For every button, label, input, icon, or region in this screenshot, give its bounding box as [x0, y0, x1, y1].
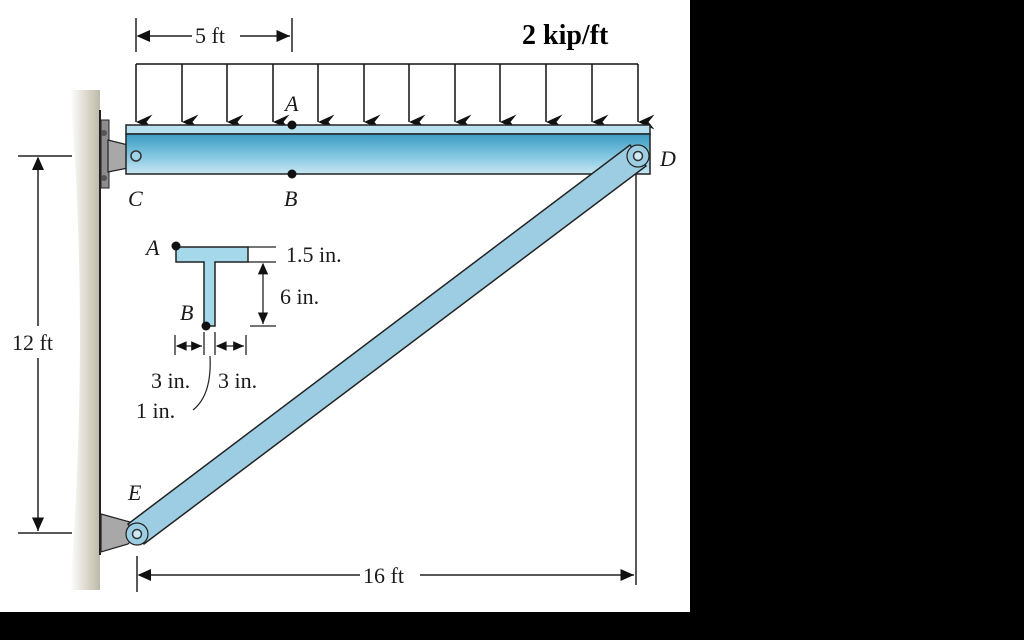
dim-top-label: 5 ft — [195, 23, 225, 48]
dimension-16ft: 16 ft — [136, 556, 634, 592]
label-d: D — [659, 146, 676, 171]
web-thickness-label: 1 in. — [136, 398, 175, 423]
diagram-canvas: 12 ft 5 ft 2 kip/ft — [0, 0, 690, 612]
label-e: E — [127, 480, 142, 505]
label-c: C — [128, 186, 143, 211]
load-label: 2 kip/ft — [522, 20, 609, 51]
point-a-marker — [287, 120, 297, 130]
label-b: B — [284, 186, 297, 211]
strut-de — [125, 143, 650, 546]
point-b-marker — [287, 169, 297, 179]
dimension-12ft: 12 ft — [12, 155, 72, 534]
distributed-load — [135, 63, 655, 130]
beam-cd — [125, 124, 651, 175]
dim-bottom-label: 16 ft — [363, 563, 404, 588]
flange-left-label: 3 in. — [151, 368, 190, 393]
flange-thickness-label: 1.5 in. — [286, 242, 342, 267]
t-section — [171, 241, 276, 411]
section-point-b — [201, 321, 211, 331]
dimension-5ft: 5 ft — [135, 18, 293, 52]
section-label-b: B — [180, 300, 193, 325]
label-a: A — [283, 91, 299, 116]
pin-c — [130, 150, 142, 162]
section-label-a: A — [144, 235, 160, 260]
section-point-a — [171, 241, 181, 251]
wall-support — [70, 90, 101, 590]
flange-right-label: 3 in. — [218, 368, 257, 393]
web-depth-label: 6 in. — [280, 284, 319, 309]
dim-left-label: 12 ft — [12, 330, 53, 355]
